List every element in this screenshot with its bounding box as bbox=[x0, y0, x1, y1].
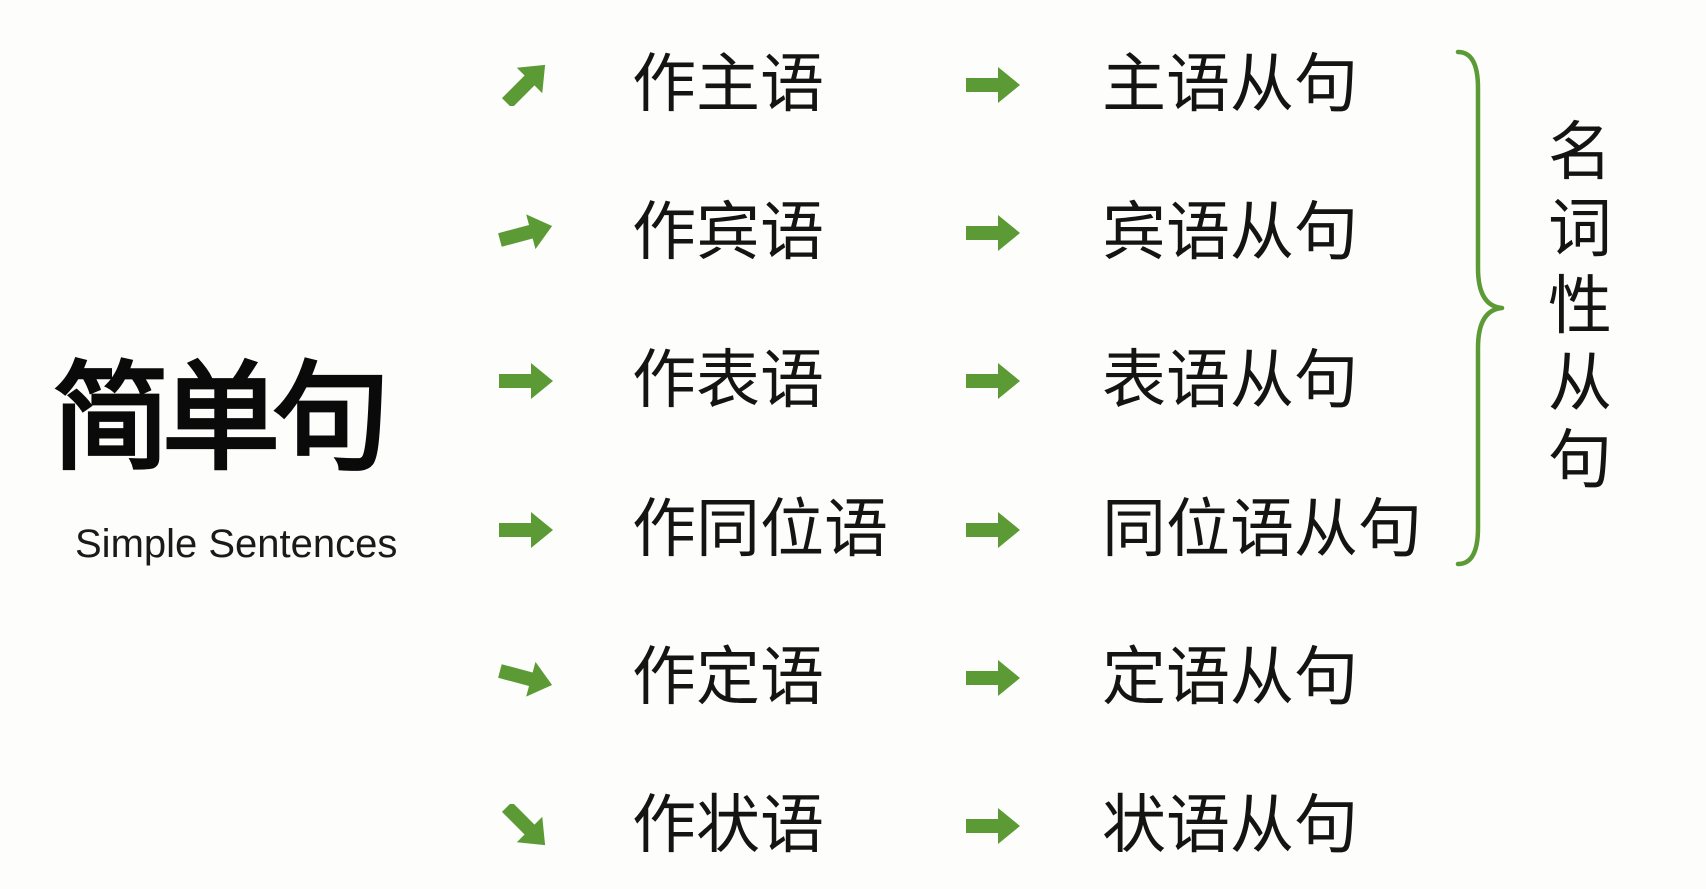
clause-label: 同位语从句 bbox=[1102, 493, 1422, 567]
right-arrow-icon bbox=[962, 804, 1024, 848]
clause-label: 主语从句 bbox=[1102, 48, 1358, 122]
right-arrow-icon bbox=[962, 359, 1024, 403]
branch-arrow-icon bbox=[495, 359, 557, 403]
role-label: 作表语 bbox=[632, 344, 824, 418]
role-label: 作定语 bbox=[632, 641, 824, 715]
branch-arrow-icon bbox=[495, 211, 557, 255]
branch-arrow-icon bbox=[495, 508, 557, 552]
group-label-char: 句 bbox=[1548, 424, 1612, 498]
root-subtitle: Simple Sentences bbox=[75, 522, 398, 566]
branch-arrow-icon bbox=[495, 804, 557, 848]
role-label: 作主语 bbox=[632, 48, 824, 122]
root-title: 简单句 bbox=[52, 348, 390, 487]
group-label-char: 词 bbox=[1548, 193, 1612, 267]
clause-label: 表语从句 bbox=[1102, 344, 1358, 418]
branch-arrow-icon bbox=[495, 62, 557, 106]
role-label: 作状语 bbox=[632, 789, 824, 863]
group-label-char: 从 bbox=[1548, 347, 1612, 421]
right-arrow-icon bbox=[962, 211, 1024, 255]
role-label: 作同位语 bbox=[632, 493, 888, 567]
group-brace-icon bbox=[1450, 48, 1510, 568]
group-label: 名 词 性 从 句 bbox=[1540, 115, 1620, 500]
role-label: 作宾语 bbox=[632, 196, 824, 270]
right-arrow-icon bbox=[962, 508, 1024, 552]
group-label-char: 名 bbox=[1548, 116, 1612, 190]
clause-label: 定语从句 bbox=[1102, 641, 1358, 715]
group-label-char: 性 bbox=[1548, 270, 1612, 344]
branch-arrow-icon bbox=[495, 656, 557, 700]
right-arrow-icon bbox=[962, 63, 1024, 107]
clause-label: 状语从句 bbox=[1102, 789, 1358, 863]
clause-label: 宾语从句 bbox=[1102, 196, 1358, 270]
right-arrow-icon bbox=[962, 656, 1024, 700]
